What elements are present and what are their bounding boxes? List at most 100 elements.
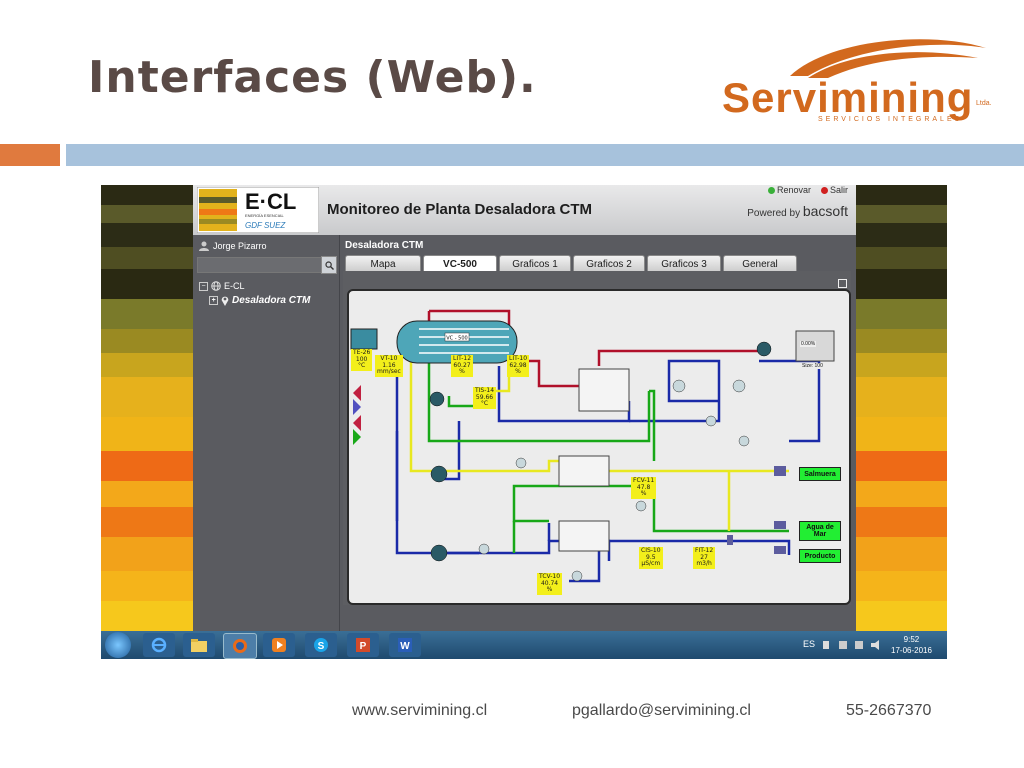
monitor-icon	[855, 641, 863, 649]
location-pin-icon	[221, 296, 229, 306]
svg-text:S: S	[318, 641, 325, 652]
tab-vc-500[interactable]: VC-500	[423, 255, 497, 272]
swoosh-icon	[790, 39, 986, 78]
tab-graficos-3[interactable]: Graficos 3	[647, 255, 721, 272]
tree-item-ecl-label: E-CL	[224, 281, 245, 291]
refresh-icon	[767, 186, 775, 194]
search-input[interactable]	[197, 257, 323, 273]
skype-taskbar-button[interactable]: S	[305, 633, 337, 657]
firefox-taskbar-button[interactable]	[223, 633, 257, 659]
user-name: Jorge Pizarro	[213, 241, 267, 251]
header-links: Renovar Salir	[767, 185, 848, 195]
folder-icon	[191, 639, 207, 652]
internet-explorer-icon	[151, 637, 167, 653]
clock-time: 9:52	[903, 635, 920, 644]
volume-icon	[871, 640, 879, 650]
logo-sub2: GDF SUEZ	[245, 221, 286, 230]
user-info: Jorge Pizarro	[199, 241, 267, 251]
clock-date: 17-06-2016	[891, 646, 932, 655]
logo-sub1: ENERGÍA ESENCIAL	[245, 213, 284, 218]
vessel-label: VC - 500	[446, 336, 467, 342]
skype-icon: S	[314, 638, 328, 652]
decor-bar-blue	[66, 144, 1024, 166]
decor-bar-orange	[0, 144, 60, 166]
scada-canvas-panel: VC - 500	[343, 271, 851, 605]
output-producto[interactable]: Producto	[799, 549, 841, 563]
word-icon: W	[398, 638, 412, 652]
media-player-taskbar-button[interactable]	[263, 633, 295, 657]
powerpoint-icon: P	[356, 638, 370, 652]
powered-by-label: Powered by	[747, 208, 801, 219]
footer-phone: 55-2667370	[846, 702, 932, 719]
start-button[interactable]	[105, 632, 131, 658]
svg-text:W: W	[400, 641, 410, 652]
tank-level: 0.00%	[800, 341, 817, 347]
main-title: Desaladora CTM	[345, 240, 424, 251]
agua-line-2: Mar	[813, 531, 827, 538]
tank-size: Size: 100	[801, 363, 824, 369]
maximize-icon[interactable]	[838, 279, 847, 288]
svg-text:P: P	[360, 641, 367, 652]
salir-label: Salir	[829, 185, 848, 195]
tab-graficos-2[interactable]: Graficos 2	[573, 255, 645, 272]
tab-graficos-1[interactable]: Graficos 1	[499, 255, 571, 272]
servimining-logo: Servimining Ltda. SERVICIOS INTEGRALES	[718, 36, 992, 126]
slide-title: Interfaces (Web).	[88, 52, 537, 103]
footer-email[interactable]: pgallardo@servimining.cl	[572, 702, 751, 719]
flag-icon	[823, 641, 829, 649]
clock[interactable]: 9:52 17-06-2016	[891, 634, 932, 656]
search-icon	[324, 260, 334, 270]
ecl-logo: E·CL ENERGÍA ESENCIAL GDF SUEZ	[197, 187, 319, 233]
user-icon	[199, 241, 209, 251]
explorer-taskbar-button[interactable]	[183, 633, 215, 657]
ie-taskbar-button[interactable]	[143, 633, 175, 657]
language-indicator[interactable]: ES	[803, 639, 816, 649]
sidebar: Jorge Pizarro − E-CL + Desaladora CTM	[193, 235, 340, 631]
tree-item-desaladora-label: Desaladora CTM	[232, 295, 311, 306]
exit-icon	[820, 186, 828, 194]
media-player-icon	[272, 638, 286, 652]
scada-diagram: VC - 500	[347, 289, 851, 605]
scada-web-app: E·CL ENERGÍA ESENCIAL GDF SUEZ Monitoreo…	[193, 185, 856, 631]
tab-mapa[interactable]: Mapa	[345, 255, 421, 272]
powered-brand: bacsoft	[802, 203, 848, 219]
output-salmuera[interactable]: Salmuera	[799, 467, 841, 481]
app-title: Monitoreo de Planta Desaladora CTM	[327, 201, 593, 218]
tree-item-desaladora[interactable]: + Desaladora CTM	[209, 295, 310, 306]
salir-link[interactable]: Salir	[820, 185, 848, 195]
logo-text: E·CL	[245, 189, 296, 214]
search-button[interactable]	[321, 256, 337, 274]
renovar-link[interactable]: Renovar	[767, 185, 811, 195]
powerpoint-taskbar-button[interactable]: P	[347, 633, 379, 657]
app-header: E·CL ENERGÍA ESENCIAL GDF SUEZ Monitoreo…	[193, 185, 856, 235]
brand-subtitle: SERVICIOS INTEGRALES	[818, 116, 963, 123]
tree-item-ecl[interactable]: − E-CL	[199, 281, 245, 291]
brand-ltda: Ltda.	[976, 100, 992, 107]
windows-taskbar: S P W ES 9:52 17-06-2016	[101, 631, 947, 659]
tab-bar: Mapa VC-500 Graficos 1 Graficos 2 Grafic…	[345, 255, 797, 272]
collapse-icon[interactable]: −	[199, 281, 208, 291]
brand-name: Servimining	[722, 74, 974, 121]
firefox-icon	[233, 639, 247, 653]
footer-website[interactable]: www.servimining.cl	[352, 702, 488, 719]
network-icon	[839, 641, 847, 649]
powered-by: Powered by bacsoft	[747, 203, 848, 219]
word-taskbar-button[interactable]: W	[389, 633, 421, 657]
globe-icon	[211, 281, 221, 291]
desktop-screenshot: E·CL ENERGÍA ESENCIAL GDF SUEZ Monitoreo…	[101, 185, 947, 659]
agua-line-1: Agua de	[806, 524, 834, 531]
tab-general[interactable]: General	[723, 255, 797, 272]
process-diagram: VC - 500	[350, 309, 835, 583]
tray-icons	[823, 640, 879, 650]
expand-icon[interactable]: +	[209, 296, 218, 305]
